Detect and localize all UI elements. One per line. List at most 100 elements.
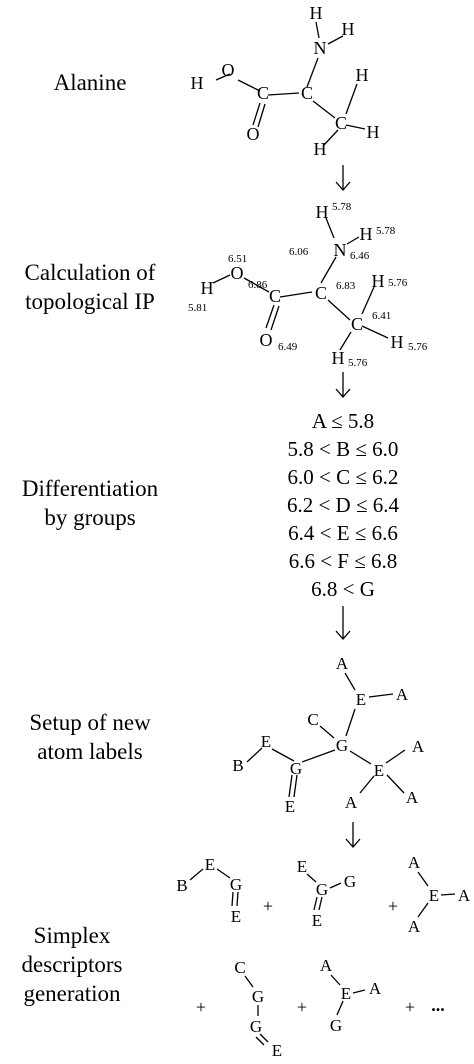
plus-sign: + — [196, 997, 206, 1017]
ip-value: 5.78 — [332, 201, 352, 213]
node-label-a: A — [458, 886, 471, 905]
group-range-g: 6.8 < G — [311, 577, 375, 601]
atom-n: N — [314, 38, 327, 58]
simplex-c-g-g-e: C G G E — [234, 958, 282, 1060]
step-alanine-label: Alanine — [53, 70, 127, 95]
node-label-g: G — [316, 880, 328, 899]
node-label-e: E — [341, 984, 351, 1003]
atom-c: C — [351, 314, 363, 334]
node-label-g: G — [330, 1016, 342, 1035]
atom-h: H — [356, 65, 369, 85]
group-range-f: 6.6 < F ≤ 6.8 — [289, 549, 398, 573]
step-simplex-line1: Simplex — [33, 923, 111, 948]
atom-c: C — [257, 83, 269, 103]
ip-value: 6.06 — [289, 246, 309, 258]
plus-sign: + — [263, 896, 273, 916]
step-simplex-line3: generation — [23, 981, 121, 1006]
atom-h: H — [391, 332, 404, 352]
step-setup-line1: Setup of new — [29, 710, 151, 735]
node-label-a: A — [369, 979, 382, 998]
arrow-down-icon — [345, 822, 361, 848]
node-label-a: A — [406, 788, 419, 807]
atom-n: N — [334, 240, 347, 260]
atom-o: O — [260, 330, 273, 350]
simplex-e-g-g-e: E G G E — [297, 857, 356, 930]
node-label-a: A — [412, 737, 425, 756]
ip-value: 6.83 — [336, 280, 356, 292]
node-label-e: E — [205, 855, 215, 874]
simplex-a-e-a-a: A E A A — [408, 853, 471, 936]
step-simplex-line2: descriptors — [21, 952, 123, 977]
node-label-g: G — [290, 759, 302, 778]
atom-c: C — [301, 83, 313, 103]
node-label-e: E — [297, 857, 307, 876]
ip-value: 5.78 — [376, 225, 396, 237]
ip-value: 6.51 — [228, 253, 247, 265]
ip-value: 6.49 — [278, 341, 298, 353]
node-label-g: G — [252, 987, 264, 1006]
node-label-a: A — [320, 956, 333, 975]
simplex-b-e-g-e: B E G E — [176, 855, 242, 926]
ip-value: 5.76 — [348, 357, 368, 369]
node-label-e: E — [231, 907, 241, 926]
arrow-down-icon — [335, 165, 351, 191]
node-label-e: E — [356, 690, 366, 709]
node-label-e: E — [261, 732, 271, 751]
alanine-molecule: H H N H O C C H C O H H — [191, 3, 380, 159]
group-range-d: 6.2 < D ≤ 6.4 — [287, 493, 400, 517]
ip-value: 5.81 — [188, 302, 207, 314]
plus-sign: + — [405, 997, 415, 1017]
step-calculation: Calculation of topological IP — [0, 258, 180, 316]
node-label-a: A — [345, 793, 358, 812]
node-label-c: C — [234, 958, 245, 977]
atom-h: H — [332, 348, 345, 368]
step-differentiation-line2: by groups — [44, 505, 136, 530]
atom-o: O — [222, 60, 235, 80]
node-label-a: A — [408, 917, 421, 936]
ip-molecule: H H N H O C C H C O H H 5.78 5.78 6.46 6… — [188, 201, 428, 369]
node-label-a: A — [408, 853, 421, 872]
atom-h: H — [191, 73, 204, 93]
node-label-g: G — [230, 875, 242, 894]
node-label-a: A — [336, 654, 349, 673]
ip-value: 6.46 — [350, 250, 370, 262]
node-label-b: B — [176, 876, 187, 895]
ip-value: 5.76 — [388, 277, 408, 289]
atom-h: H — [372, 271, 385, 291]
step-differentiation: Differentiation by groups — [0, 474, 180, 532]
node-label-e: E — [374, 761, 384, 780]
group-range-a: A ≤ 5.8 — [312, 409, 374, 433]
node-label-b: B — [232, 756, 243, 775]
node-label-e: E — [429, 886, 439, 905]
atom-c: C — [335, 113, 347, 133]
node-label-e: E — [272, 1041, 282, 1060]
simplex-a-e-a-g: A E A G — [320, 956, 382, 1035]
node-label-e: E — [312, 911, 322, 930]
plus-sign: + — [388, 896, 398, 916]
group-range-b: 5.8 < B ≤ 6.0 — [288, 437, 399, 461]
atom-h: H — [360, 224, 373, 244]
node-label-a: A — [396, 685, 409, 704]
node-label-g: G — [344, 872, 356, 891]
ellipsis: ... — [431, 995, 445, 1015]
ip-value: 6.86 — [248, 279, 268, 291]
group-ranges: A ≤ 5.8 5.8 < B ≤ 6.0 6.0 < C ≤ 6.2 6.2 … — [287, 409, 400, 601]
node-label-g: G — [250, 1017, 262, 1036]
atom-c: C — [315, 283, 327, 303]
arrow-down-icon — [335, 372, 351, 398]
atom-c: C — [269, 286, 281, 306]
ip-value: 6.41 — [372, 310, 391, 322]
labelled-molecule: A E A C G E B G E A E A A — [232, 654, 425, 816]
atom-h: H — [310, 3, 323, 23]
arrow-down-icon — [335, 606, 351, 640]
atom-o: O — [247, 124, 260, 144]
node-label-c: C — [307, 710, 318, 729]
step-calculation-line2: topological IP — [25, 289, 155, 314]
step-alanine: Alanine — [0, 68, 180, 97]
atom-o: O — [231, 263, 244, 283]
group-range-c: 6.0 < C ≤ 6.2 — [288, 465, 399, 489]
atom-h: H — [201, 278, 214, 298]
atom-h: H — [342, 19, 355, 39]
ip-value: 5.76 — [408, 341, 428, 353]
